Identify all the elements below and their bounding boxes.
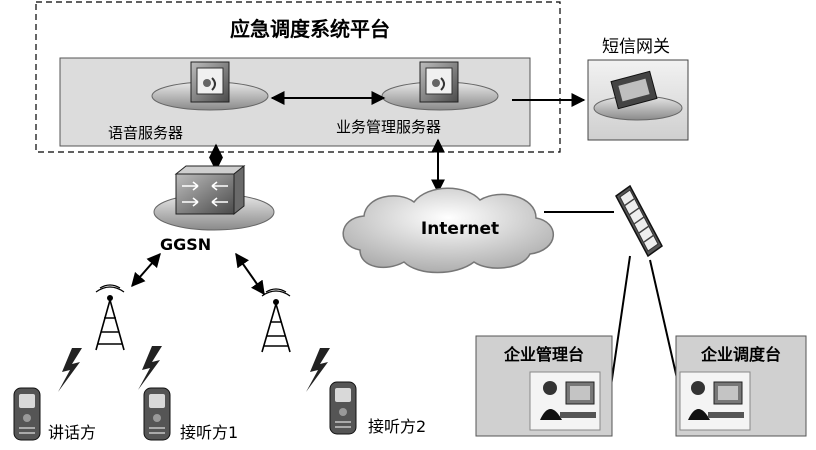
signal-lightning-icon xyxy=(138,346,162,390)
phone-label-speaker: 讲话方 xyxy=(48,423,96,442)
cell-tower-icon xyxy=(95,284,125,351)
business-server-label: 业务管理服务器 xyxy=(336,118,441,136)
voice-server-icon xyxy=(151,61,269,111)
internet-label: Internet xyxy=(421,219,499,239)
phone-label-listener-2: 接听方2 xyxy=(368,417,426,436)
ggsn-label: GGSN xyxy=(160,235,211,254)
business-server-icon xyxy=(381,61,499,111)
cell-tower-icon xyxy=(261,288,291,353)
mobile-phone-icon xyxy=(143,387,171,441)
operator-workstation-icon xyxy=(529,371,601,431)
enterprise-management-label: 企业管理台 xyxy=(503,345,584,364)
sms-gateway-label: 短信网关 xyxy=(602,37,670,57)
firewall-icon xyxy=(615,184,663,258)
ggsn-tower-right-link xyxy=(235,252,265,296)
mobile-phone-icon xyxy=(329,381,357,435)
ggsn-router-icon xyxy=(153,164,275,231)
ggsn-tower-left-link xyxy=(131,252,161,288)
mobile-phone-icon xyxy=(13,387,41,441)
phone-label-listener-1: 接听方1 xyxy=(180,423,238,442)
voice-server-label: 语音服务器 xyxy=(108,124,183,142)
signal-lightning-icon xyxy=(306,348,330,392)
film-icon xyxy=(610,70,658,110)
platform-title: 应急调度系统平台 xyxy=(230,17,390,41)
signal-lightning-icon xyxy=(58,348,82,392)
operator-workstation-icon xyxy=(679,371,751,431)
internet-cloud-icon xyxy=(342,187,554,274)
enterprise-dispatch-label: 企业调度台 xyxy=(700,345,781,364)
